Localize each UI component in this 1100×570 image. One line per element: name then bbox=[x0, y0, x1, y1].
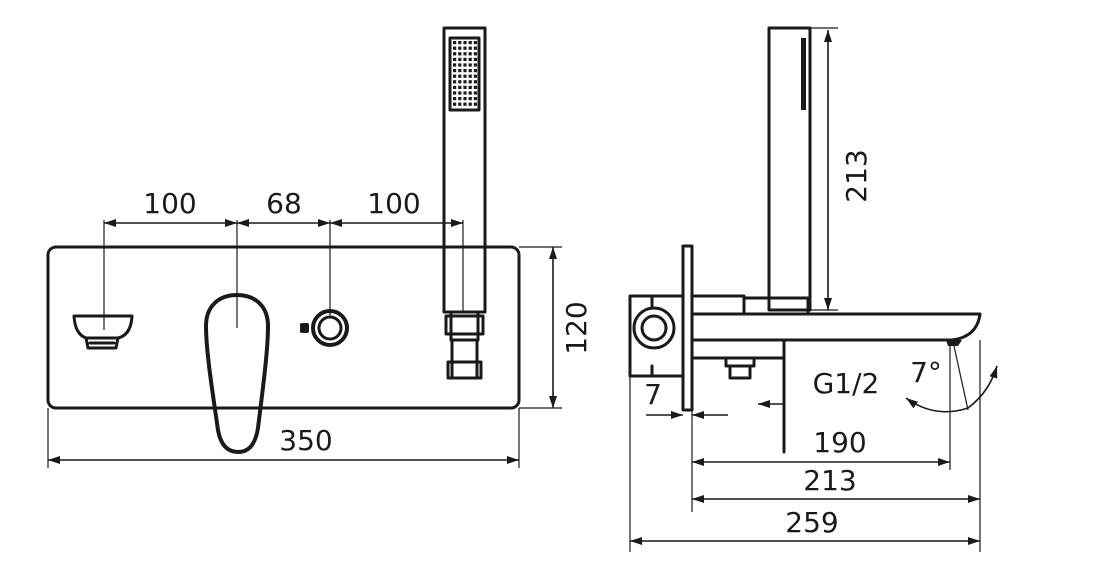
nozzle-dot bbox=[473, 57, 477, 61]
side-view: 213 7 G1/2 7° 190 213 259 bbox=[628, 26, 998, 552]
nozzle-dot bbox=[458, 74, 462, 78]
dim-label-259: 259 bbox=[785, 506, 838, 539]
nozzle-dot bbox=[453, 46, 457, 50]
front-hand-shower bbox=[442, 26, 487, 380]
front-mixer-lever bbox=[204, 293, 270, 454]
nozzle-dot bbox=[468, 102, 472, 106]
nozzle-dot bbox=[463, 80, 467, 84]
nozzle-dot bbox=[458, 46, 462, 50]
nozzle-dot bbox=[473, 74, 477, 78]
nozzle-dot bbox=[463, 91, 467, 95]
nozzle-dot bbox=[468, 91, 472, 95]
nozzle-dot bbox=[473, 63, 477, 67]
nozzle-dot bbox=[463, 57, 467, 61]
nozzle-dot bbox=[473, 85, 477, 89]
nozzle-dot bbox=[458, 41, 462, 45]
nozzle-dot bbox=[453, 52, 457, 56]
nozzle-grid bbox=[453, 41, 477, 106]
side-spout bbox=[690, 312, 982, 342]
nozzle-dot bbox=[473, 52, 477, 56]
dim-label-7: 7 bbox=[644, 378, 662, 411]
dim-label-213-horizontal: 213 bbox=[803, 464, 856, 497]
front-view: 100 68 100 350 120 bbox=[46, 26, 593, 468]
nozzle-dot bbox=[468, 97, 472, 101]
nozzle-dot bbox=[463, 52, 467, 56]
nozzle-dot bbox=[453, 91, 457, 95]
dim-label-68: 68 bbox=[266, 187, 302, 220]
nozzle-dot bbox=[453, 102, 457, 106]
nozzle-dot bbox=[453, 74, 457, 78]
nozzle-dot bbox=[458, 97, 462, 101]
nozzle-dot bbox=[453, 80, 457, 84]
nozzle-dot bbox=[453, 57, 457, 61]
side-valve-body bbox=[628, 294, 685, 378]
nozzle-dot bbox=[473, 69, 477, 73]
thread-label-g12: G1/2 bbox=[813, 367, 880, 400]
nozzle-dot bbox=[458, 80, 462, 84]
nozzle-dot bbox=[473, 41, 477, 45]
dim-label-213-vertical: 213 bbox=[840, 149, 873, 202]
front-diverter-knob bbox=[300, 309, 349, 347]
nozzle-dot bbox=[463, 41, 467, 45]
nozzle-dot bbox=[458, 91, 462, 95]
nozzle-dot bbox=[463, 97, 467, 101]
front-wall-plate bbox=[46, 245, 521, 410]
nozzle-dot bbox=[463, 63, 467, 67]
nozzle-dot bbox=[453, 41, 457, 45]
nozzle-dot bbox=[463, 74, 467, 78]
nozzle-dot bbox=[453, 63, 457, 67]
nozzle-dot bbox=[463, 69, 467, 73]
nozzle-dot bbox=[463, 102, 467, 106]
nozzle-dot bbox=[458, 69, 462, 73]
nozzle-dot bbox=[458, 57, 462, 61]
nozzle-dot bbox=[468, 80, 472, 84]
nozzle-dot bbox=[473, 102, 477, 106]
nozzle-dot bbox=[453, 69, 457, 73]
dim-label-left-100: 100 bbox=[143, 187, 196, 220]
nozzle-dot bbox=[458, 63, 462, 67]
nozzle-dot bbox=[453, 97, 457, 101]
nozzle-dot bbox=[458, 52, 462, 56]
dim-label-190: 190 bbox=[813, 426, 866, 459]
nozzle-dot bbox=[468, 52, 472, 56]
dim-label-right-100: 100 bbox=[367, 187, 420, 220]
side-hand-shower bbox=[767, 26, 838, 312]
nozzle-dot bbox=[458, 102, 462, 106]
nozzle-dot bbox=[473, 91, 477, 95]
nozzle-dot bbox=[473, 80, 477, 84]
nozzle-dot bbox=[473, 97, 477, 101]
nozzle-dot bbox=[468, 41, 472, 45]
nozzle-dot bbox=[463, 46, 467, 50]
nozzle-dot bbox=[468, 57, 472, 61]
nozzle-dot bbox=[468, 46, 472, 50]
nozzle-dot bbox=[458, 85, 462, 89]
dim-label-350: 350 bbox=[279, 424, 332, 457]
nozzle-dot bbox=[468, 63, 472, 67]
nozzle-dot bbox=[468, 85, 472, 89]
nozzle-dot bbox=[463, 85, 467, 89]
angle-label-7deg: 7° bbox=[910, 356, 942, 389]
nozzle-dot bbox=[453, 85, 457, 89]
front-spout-outlet bbox=[72, 314, 134, 350]
dim-label-120: 120 bbox=[560, 301, 593, 354]
nozzle-dot bbox=[468, 69, 472, 73]
nozzle-dot bbox=[468, 74, 472, 78]
nozzle-dot bbox=[473, 46, 477, 50]
